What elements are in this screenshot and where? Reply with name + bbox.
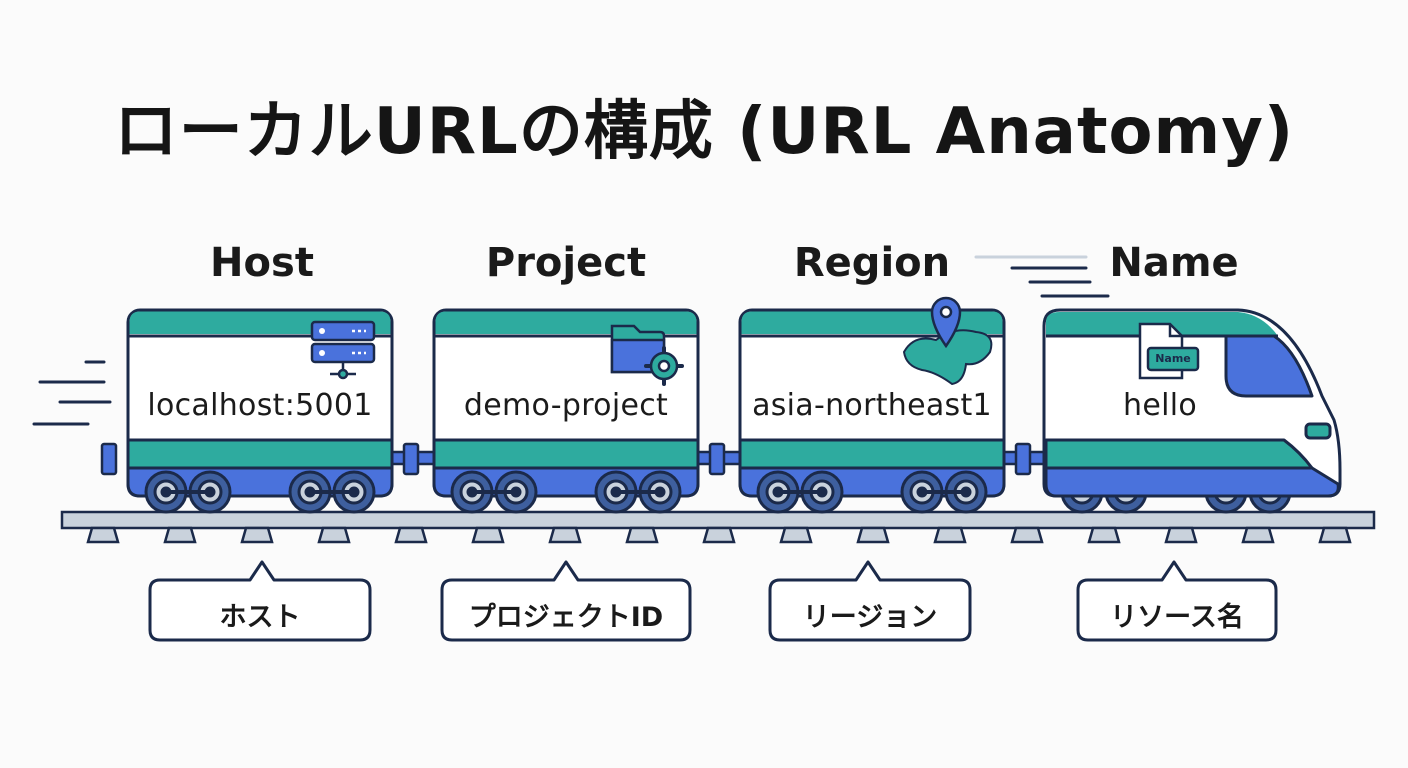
caption-bubble (768, 560, 972, 642)
speed-lines-left (32, 360, 112, 426)
caption-name: リソース名 (1110, 602, 1244, 633)
label-region: Region (793, 240, 951, 286)
locomotive (1042, 308, 1342, 498)
label-host: Host (210, 240, 314, 286)
value-project: demo-project (463, 388, 669, 423)
caption-bubble (440, 560, 692, 642)
page-title: ローカルURLの構成 (URL Anatomy) (113, 95, 1295, 169)
file-name-icon (1138, 322, 1200, 380)
value-host: localhost:5001 (147, 388, 373, 423)
folder-gear-icon (610, 324, 684, 386)
label-project: Project (485, 240, 647, 286)
railway-track (60, 510, 1376, 544)
map-pin-icon (902, 296, 993, 386)
caption-bubbles (148, 560, 1278, 642)
caption-project: プロジェクトID (468, 602, 664, 633)
caption-host: ホスト (219, 602, 301, 633)
value-region: asia-northeast1 (752, 388, 992, 423)
caption-region: リージョン (802, 602, 938, 633)
speed-lines-right (974, 255, 1110, 298)
server-icon (310, 320, 376, 380)
couplers (100, 442, 1050, 476)
file-icon-text: Name (1155, 352, 1191, 365)
value-name: hello (1123, 388, 1197, 423)
caption-bubble (1076, 560, 1278, 642)
label-name: Name (1109, 240, 1239, 286)
caption-bubble (148, 560, 372, 642)
